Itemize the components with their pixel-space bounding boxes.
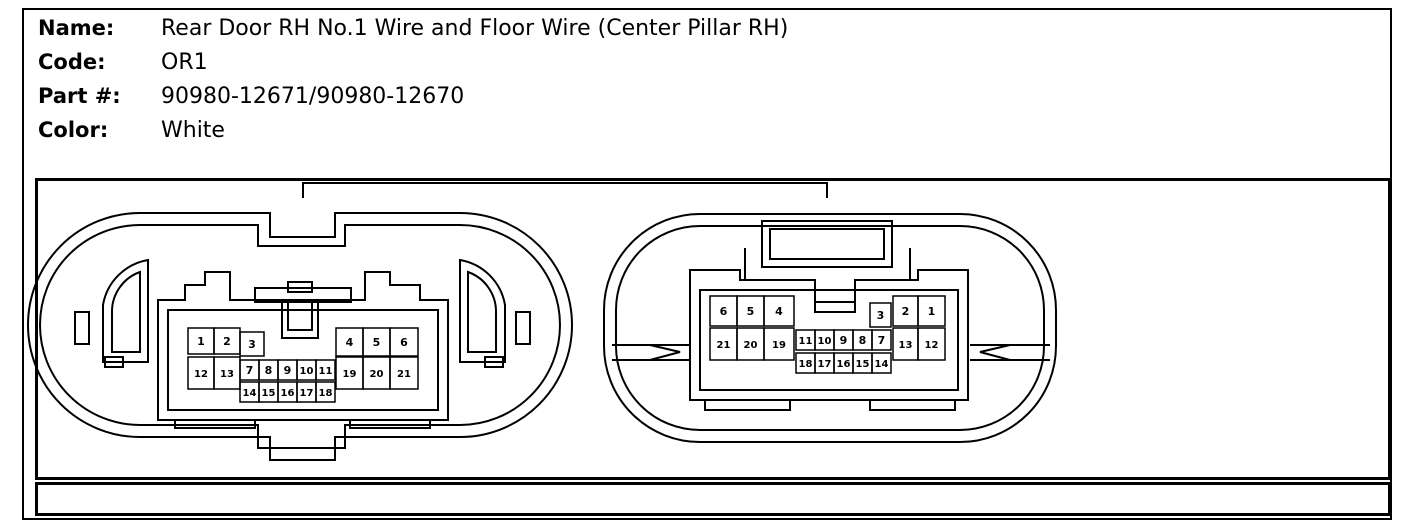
code-value: OR1 [161,50,208,75]
left-pin-label-11: 11 [319,366,333,377]
right-pin-label-13: 13 [899,340,913,351]
right-pin-label-10: 10 [818,336,832,347]
color-row: Color: White [38,118,938,148]
left-pin-label-16: 16 [281,388,295,399]
left-pin-cavity-11 [315,359,336,381]
connector-bracket [302,182,828,198]
right-pin-label-11: 11 [799,336,813,347]
color-value: White [161,118,225,143]
right-pin-label-21: 21 [717,340,731,351]
left-pin-label-3: 3 [248,338,256,351]
name-value: Rear Door RH No.1 Wire and Floor Wire (C… [161,16,789,41]
left-pin-cavity-6 [389,327,419,357]
left-pin-cavity-21 [389,356,419,390]
connector-diagram-panel [35,178,1391,480]
left-pin-label-17: 17 [300,388,314,399]
left-pin-label-21: 21 [397,369,411,380]
footer-box [35,482,1391,516]
right-pin-label-12: 12 [925,340,939,351]
left-pin-label-12: 12 [194,369,208,380]
right-pin-cavity-19 [763,327,795,361]
right-pin-label-5: 5 [747,305,755,318]
left-pin-cavity-3 [239,331,265,357]
part-label: Part #: [38,84,121,108]
left-pin-label-18: 18 [319,388,333,399]
right-pin-label-7: 7 [878,334,886,347]
name-label: Name: [38,16,115,40]
right-pin-label-15: 15 [856,359,870,370]
left-pin-label-15: 15 [262,388,276,399]
right-pin-label-4: 4 [775,305,783,318]
right-pin-label-1: 1 [928,305,936,318]
right-pin-label-6: 6 [720,305,728,318]
right-pin-cavity-4 [763,295,795,327]
right-pin-label-16: 16 [837,359,851,370]
left-pin-label-5: 5 [373,336,381,349]
right-pin-label-19: 19 [772,340,786,351]
right-pin-cavity-14 [871,352,892,374]
name-row: Name: Rear Door RH No.1 Wire and Floor W… [38,16,938,46]
right-pin-cavity-12 [917,327,946,361]
right-pin-label-14: 14 [875,359,889,370]
left-pin-label-6: 6 [400,336,408,349]
part-row: Part #: 90980-12671/90980-12670 [38,84,938,114]
right-pin-cavity-1 [917,295,946,327]
right-pin-label-3: 3 [877,309,885,322]
left-pin-label-2: 2 [223,335,231,348]
right-pin-label-17: 17 [818,359,832,370]
right-connector-housing [603,213,1057,443]
left-pin-label-1: 1 [197,335,205,348]
left-pin-label-8: 8 [265,364,273,377]
code-row: Code: OR1 [38,50,938,80]
right-pin-cavity-7 [871,329,892,351]
left-pin-label-10: 10 [300,366,314,377]
left-pin-label-4: 4 [346,336,354,349]
right-pin-cavity-3 [869,302,892,328]
color-label: Color: [38,118,109,142]
right-pin-label-9: 9 [840,334,848,347]
part-value: 90980-12671/90980-12670 [161,84,465,109]
code-label: Code: [38,50,106,74]
right-pin-label-20: 20 [744,340,758,351]
left-pin-label-19: 19 [343,369,357,380]
right-pin-label-18: 18 [799,359,813,370]
left-pin-label-9: 9 [284,364,292,377]
left-pin-label-13: 13 [220,369,234,380]
left-connector-housing [27,212,573,461]
left-pin-cavity-18 [315,381,336,403]
left-pin-label-20: 20 [370,369,384,380]
connector-info-frame [22,8,1392,520]
left-pin-label-7: 7 [246,364,254,377]
right-pin-label-8: 8 [859,334,867,347]
right-pin-label-2: 2 [902,305,910,318]
left-pin-label-14: 14 [243,388,257,399]
